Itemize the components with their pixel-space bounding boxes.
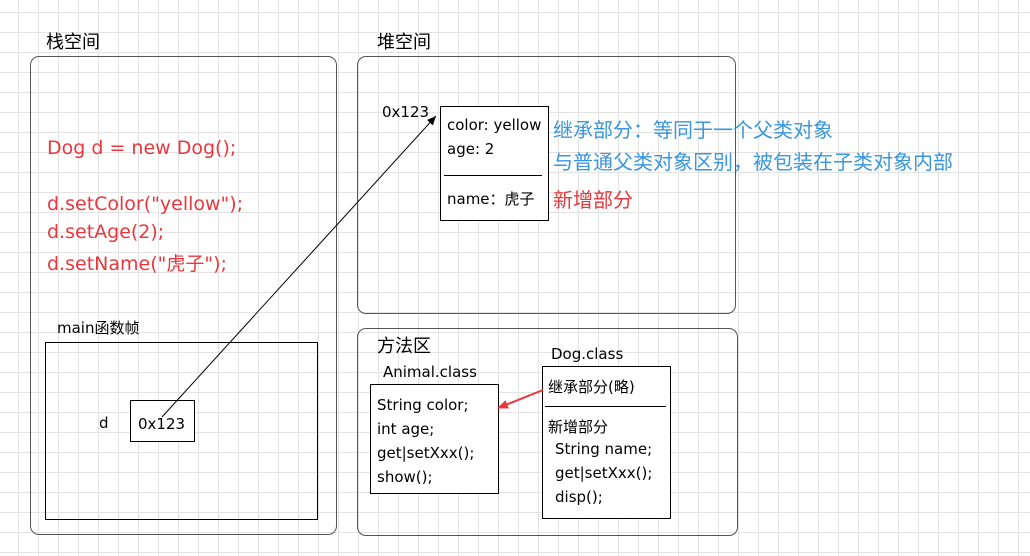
code-line-new-dog: Dog d = new Dog(); [47,137,237,159]
code-line-set-color: d.setColor("yellow"); [47,193,244,215]
animal-class-label: Animal.class [383,363,477,381]
annotation-new-part: 新增部分 [553,188,633,212]
variable-reference-box: 0x123 [130,400,195,442]
animal-member-color: String color; [377,396,469,414]
animal-member-age: int age; [377,420,435,438]
dog-class-box: 继承部分(略) 新增部分 String name; get|setXxx(); … [542,366,671,519]
stack-title: 栈空间 [46,32,100,53]
dog-member-accessors: get|setXxx(); [555,464,653,482]
dog-member-disp: disp(); [555,488,603,506]
dog-inherited-part: 继承部分(略) [548,378,635,396]
method-area-panel [357,328,738,536]
object-divider [444,175,542,176]
heap-object-address: 0x123 [382,103,430,121]
code-line-set-age: d.setAge(2); [47,221,165,243]
heap-title: 堆空间 [377,32,431,53]
annotation-inherit-line-1: 继承部分：等同于一个父类对象 [553,118,833,142]
dog-object-box: color: yellow age: 2 name：虎子 [440,106,549,221]
field-color: color: yellow [447,116,542,134]
annotation-inherit-line-2: 与普通父类对象区别，被包装在子类对象内部 [553,150,953,174]
variable-reference-value: 0x123 [138,415,186,433]
field-age: age: 2 [447,140,495,158]
dog-member-name: String name; [555,440,653,458]
variable-name: d [99,414,109,432]
main-frame-label: main函数帧 [57,319,140,337]
animal-member-accessors: get|setXxx(); [377,444,475,462]
dog-class-label: Dog.class [551,345,624,363]
field-name: name：虎子 [447,190,535,208]
dog-class-divider [545,406,666,407]
method-area-title: 方法区 [377,336,431,357]
animal-member-show: show(); [377,468,433,486]
dog-new-part-heading: 新增部分 [548,418,609,436]
animal-class-box: String color; int age; get|setXxx(); sho… [370,384,499,494]
code-line-set-name: d.setName("虎子"); [47,253,227,275]
